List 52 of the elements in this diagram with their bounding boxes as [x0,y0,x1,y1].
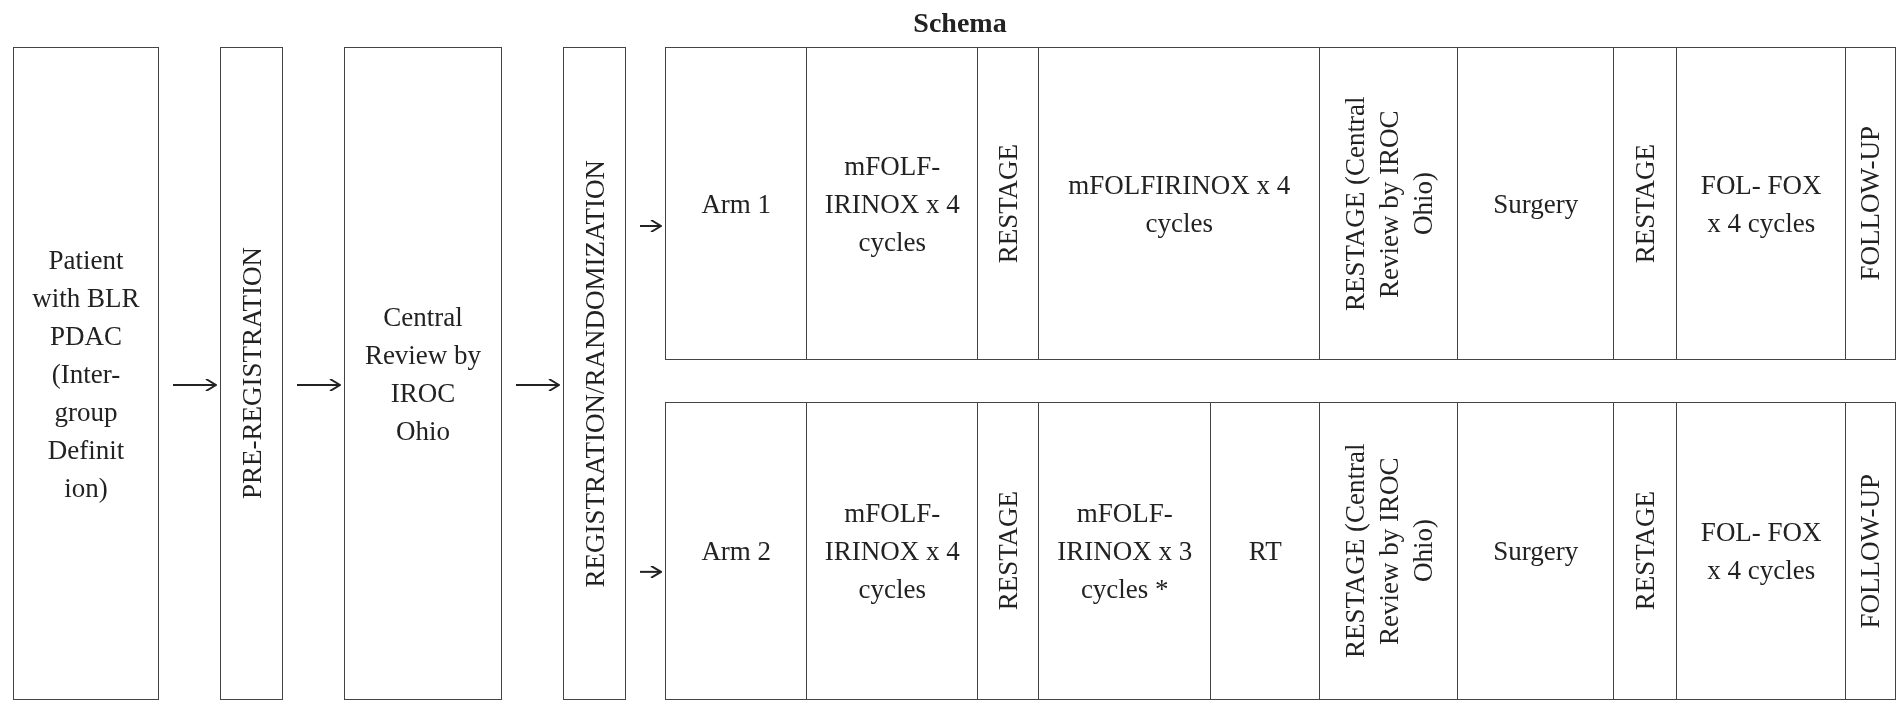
cell-label: Patient with BLR PDAC (Inter- group Definit ion) [31,243,141,505]
cell-label: Surgery [1493,187,1579,221]
cell-label: Arm 2 [701,535,772,568]
cell-label: PRE-REGISTRATION [235,247,268,500]
cell-label: RESTAGE (Central Review by IROC Ohio) [1338,95,1439,313]
diagram-title: Schema [912,6,1008,40]
cell-label: Central Review by IROC Ohio [363,300,483,448]
phase-cell [1319,402,1459,700]
phase-cell [1613,402,1678,700]
treatment-cell [806,47,979,360]
cell-label: mFOLF- IRINOX x 3 cycles * [1056,497,1194,606]
cell-label: FOL- FOX x 4 cycles [1699,168,1823,240]
cell-label: FOL- FOX x 4 cycles [1699,516,1823,587]
phase-cell [977,47,1040,360]
treatment-cell [806,402,979,700]
cell-label: mFOLF- IRINOX x 4 cycles [823,497,961,606]
cell-label: RESTAGE [1629,491,1662,611]
cell-label: RESTAGE [992,143,1025,264]
phase-cell [1613,47,1678,360]
cell-label: Arm 1 [701,187,772,221]
treatment-cell [1038,47,1321,360]
treatment-cell [1457,47,1615,360]
treatment-cell [1676,402,1847,700]
arrow [639,564,662,579]
arrow [639,219,662,233]
cell-label: mFOLFIRINOX x 4 cycles [1067,168,1292,240]
cell-label: FOLLOW-UP [1854,126,1887,281]
treatment-cell [1457,402,1615,700]
cell-label: FOLLOW-UP [1854,473,1887,629]
cell-label: RESTAGE (Central Review by IROC Ohio) [1338,442,1439,661]
arrow [515,378,560,392]
arrow [172,378,217,392]
step-box [344,47,502,700]
phase-bar [563,47,626,700]
cell-label: RESTAGE [1629,143,1662,264]
cell-label: Surgery [1493,535,1579,568]
cell-label: mFOLF- IRINOX x 4 cycles [823,149,961,259]
phase-bar [220,47,283,700]
phase-cell [977,402,1040,700]
treatment-cell [665,402,808,700]
treatment-cell [1038,402,1212,700]
treatment-cell [1210,402,1321,700]
treatment-cell [665,47,808,360]
phase-cell [1319,47,1459,360]
cell-label: RESTAGE [992,491,1025,611]
step-box [13,47,159,700]
arrow [296,378,341,392]
treatment-cell [1676,47,1847,360]
phase-cell [1845,402,1896,700]
cell-label: RT [1248,535,1282,568]
cell-label: REGISTRATION/RANDOMIZATION [578,159,611,588]
phase-cell [1845,47,1896,360]
